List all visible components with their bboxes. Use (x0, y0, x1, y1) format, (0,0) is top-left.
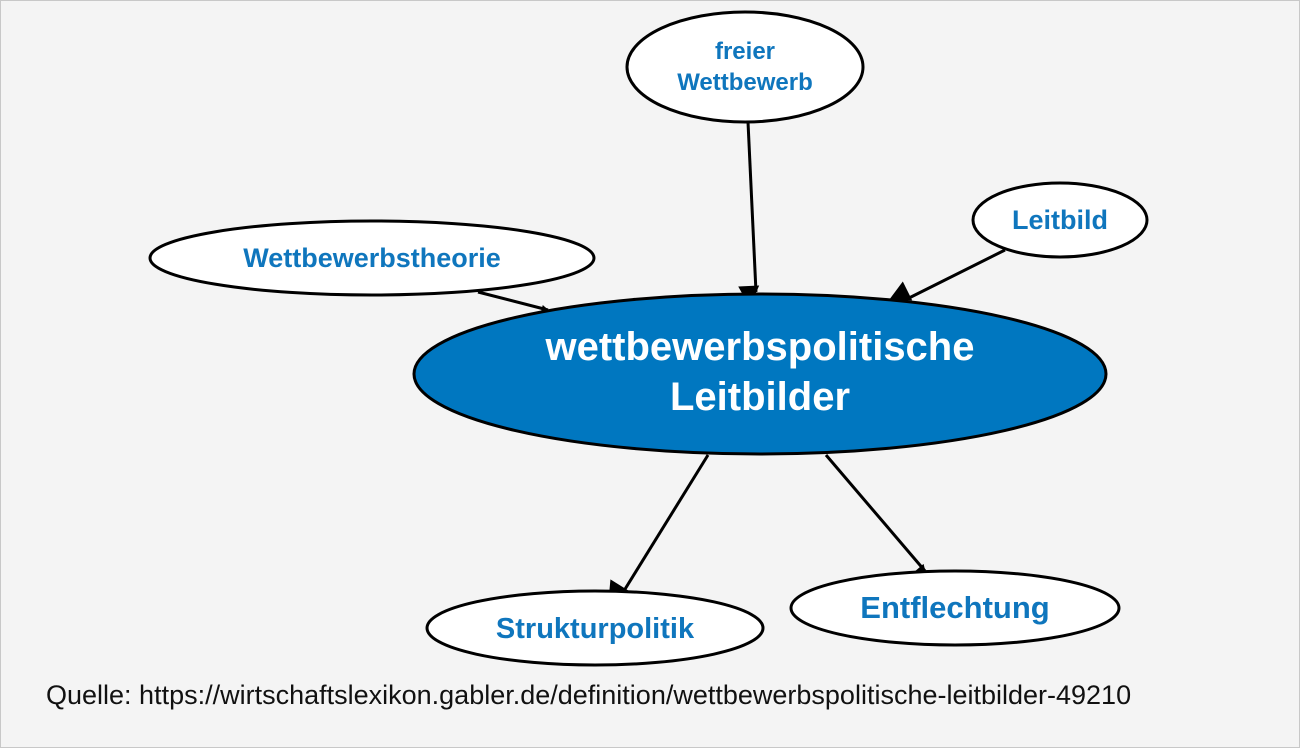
node-center: wettbewerbspolitische Leitbilder (412, 292, 1108, 456)
node-label: Wettbewerbstheorie (243, 243, 501, 273)
source-citation: Quelle: https://wirtschaftslexikon.gable… (46, 680, 1132, 710)
edge-theorie-to-center (477, 290, 561, 326)
node-leitbild: Leitbild (971, 181, 1149, 259)
node-label: Wettbewerb (677, 69, 813, 96)
node-label: Leitbild (1012, 205, 1108, 235)
node-wettbewerbstheorie: Wettbewerbstheorie (148, 219, 596, 297)
node-entflechtung: Entflechtung (789, 569, 1121, 647)
node-strukturpolitik: Strukturpolitik (425, 589, 765, 667)
edge-center-to-entflechtung (824, 454, 930, 587)
edge-center-to-struktur (608, 454, 710, 603)
node-label: freier (715, 38, 775, 65)
node-label: Entflechtung (860, 590, 1049, 625)
edge-leitbild-to-center (888, 248, 1006, 302)
center-label: Leitbilder (670, 375, 850, 419)
node-freier-wettbewerb: freier Wettbewerb (625, 10, 865, 124)
center-label: wettbewerbspolitische (545, 325, 975, 369)
edge-freier-to-center (738, 121, 760, 308)
node-label: Strukturpolitik (496, 613, 695, 645)
